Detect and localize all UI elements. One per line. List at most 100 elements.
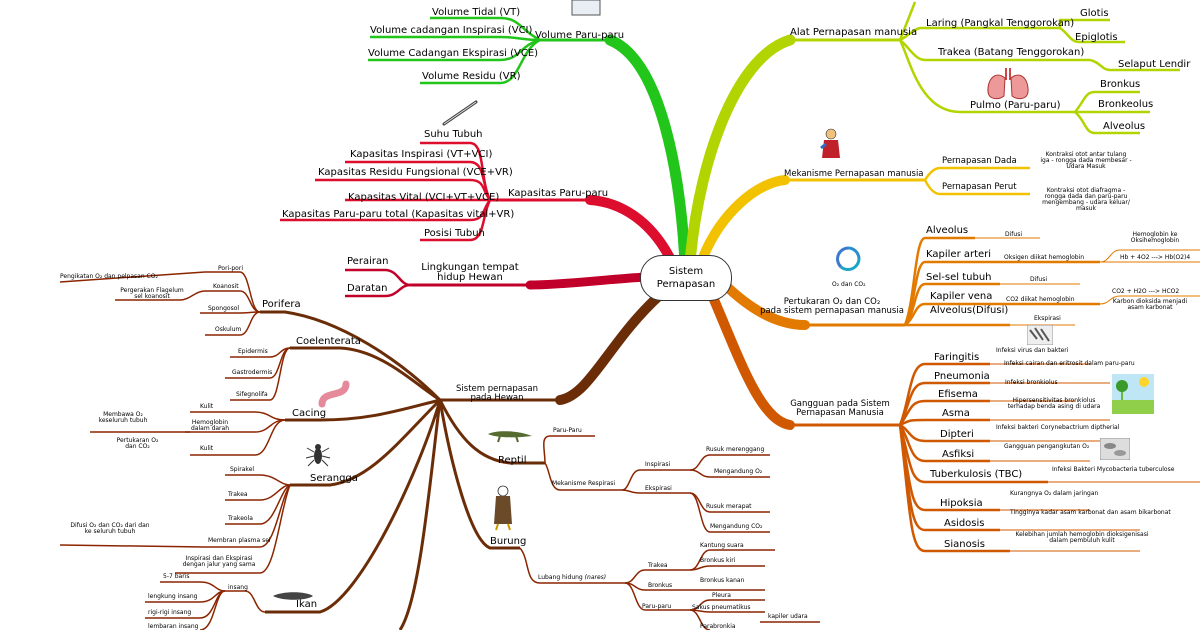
kapasitas-item-6[interactable]: Posisi Tubuh <box>424 228 485 239</box>
volume-item-1[interactable]: Volume Tidal (VT) <box>432 7 521 18</box>
pertukaran-alveolus-difusi[interactable]: Alveolus(Difusi) <box>930 305 1009 316</box>
ikan-baris[interactable]: 5-7 baris <box>163 573 190 580</box>
burung-bronkus[interactable]: Bronkus <box>648 582 673 589</box>
reptil-mekanisme[interactable]: Mekanisme Respirasi <box>552 480 616 487</box>
alat-bronkus[interactable]: Bronkus <box>1100 79 1141 90</box>
coelenterata-gastrodermis[interactable]: Gastrodermis <box>232 369 273 376</box>
kapasitas-item-2[interactable]: Kapasitas Inspirasi (VT+VCI) <box>350 149 493 160</box>
serangga-trakeola[interactable]: Trakeola <box>228 515 253 522</box>
alat-laring[interactable]: Laring (Pangkal Tenggorokan) <box>926 18 1075 29</box>
cycle-arrows-icon <box>835 246 861 272</box>
gangguan-dipteri[interactable]: Dipteri <box>940 429 974 440</box>
kapasitas-title[interactable]: Kapasitas Paru-paru <box>508 188 609 199</box>
serangga-trakea[interactable]: Trakea <box>228 491 248 498</box>
burung-kantung-suara[interactable]: Kantung suara <box>700 542 744 549</box>
ikan-title[interactable]: Ikan <box>296 599 318 610</box>
porifera-koanosit[interactable]: Koanosit <box>213 283 239 290</box>
burung-sakus[interactable]: Sakus pneumatikus <box>692 604 751 611</box>
ikan-lengkung[interactable]: lengkung insang <box>148 593 198 600</box>
ikan-rigi[interactable]: rigi-rigi insang <box>148 609 192 616</box>
porifera-oskulum[interactable]: Oskulum <box>215 326 242 333</box>
pertukaran-sel[interactable]: Sel-sel tubuh <box>926 272 992 283</box>
volume-item-2[interactable]: Volume cadangan Inspirasi (VCI) <box>370 25 533 36</box>
mekanisme-title[interactable]: Mekanisme Pernapasan manusia <box>784 169 924 179</box>
coelenterata-title[interactable]: Coelenterata <box>296 336 361 347</box>
ikan-insang[interactable]: insang <box>228 584 248 591</box>
alat-trakea[interactable]: Trakea (Batang Tenggorokan) <box>938 47 1085 58</box>
pertukaran-title-1: Pertukaran O₂ dan CO₂ <box>783 297 881 307</box>
kapasitas-item-1[interactable]: Suhu Tubuh <box>424 129 483 140</box>
kapasitas-item-5[interactable]: Kapasitas Paru-paru total (Kapasitas vit… <box>282 209 515 220</box>
burung-paru[interactable]: Paru-paru <box>642 603 672 610</box>
reptil-inspirasi[interactable]: Inspirasi <box>645 461 671 468</box>
pertukaran-alveolus[interactable]: Alveolus <box>926 225 969 236</box>
burung-pleura[interactable]: Pleura <box>712 592 731 599</box>
porifera-title[interactable]: Porifera <box>262 299 301 310</box>
alat-epiglotis[interactable]: Epiglotis <box>1075 32 1118 43</box>
burung-kapiler-udara[interactable]: kapiler udara <box>768 613 808 620</box>
gangguan-sianosis[interactable]: Sianosis <box>944 539 985 550</box>
coelenterata-sifegnolifa[interactable]: Sifegnolifa <box>236 391 268 398</box>
pertukaran-kapiler-vena[interactable]: Kapiler vena <box>930 291 993 302</box>
gangguan-asfiksi[interactable]: Asfiksi <box>942 449 975 460</box>
alat-bronkeolus[interactable]: Bronkeolus <box>1098 99 1154 110</box>
serangga-spirakel[interactable]: Spirakel <box>230 466 255 473</box>
mekanisme-dada[interactable]: Pernapasan Dada <box>942 156 1017 166</box>
gangguan-asidosis[interactable]: Asidosis <box>944 518 985 529</box>
cacing-title[interactable]: Cacing <box>292 408 327 419</box>
alat-pulmo[interactable]: Pulmo (Paru-paru) <box>970 100 1061 111</box>
volume-title[interactable]: Volume Paru-paru <box>535 30 625 41</box>
burung-lubang[interactable]: Lubang hidung (nares) <box>538 575 606 581</box>
alat-title[interactable]: Alat Pernapasan manusia <box>790 27 918 38</box>
hb-note-2: Oksihemoglobin <box>1130 237 1180 244</box>
serangga-note-2: ke seluruh tubuh <box>84 528 136 535</box>
reptil-title[interactable]: Reptil <box>498 455 527 466</box>
kapasitas-item-4[interactable]: Kapasitas Vital (VCI+VT+VCE) <box>348 192 500 203</box>
kapasitas-item-3[interactable]: Kapasitas Residu Fungsional (VCE+VR) <box>318 167 513 178</box>
karbon-note-1: Karbon dioksida menjadi <box>1112 298 1188 305</box>
burung-trakea[interactable]: Trakea <box>648 562 668 569</box>
lingkungan-perairan[interactable]: Perairan <box>347 256 389 267</box>
coelenterata-epidermis[interactable]: Epidermis <box>238 348 268 355</box>
reptil-rusuk-merapat[interactable]: Rusuk merapat <box>706 503 752 510</box>
cacing-kulit-1[interactable]: Kulit <box>200 403 214 410</box>
burung-parabronkia[interactable]: Parabronkia <box>700 623 736 630</box>
gangguan-tbc[interactable]: Tuberkulosis (TBC) <box>930 469 1023 480</box>
gangguan-asma[interactable]: Asma <box>942 408 970 419</box>
serangga-title[interactable]: Serangga <box>310 473 358 484</box>
alat-alveolus[interactable]: Alveolus <box>1103 121 1146 132</box>
burung-bronkus-kanan[interactable]: Bronkus kanan <box>700 577 745 584</box>
ikan-lembaran[interactable]: lembaran insang <box>148 623 199 630</box>
alat-glotis[interactable]: Glotis <box>1080 8 1109 19</box>
burung-title[interactable]: Burung <box>490 536 527 547</box>
gangguan-faringitis[interactable]: Faringitis <box>934 352 980 363</box>
reptil-mengandung-co2[interactable]: Mengandung CO₂ <box>710 523 763 530</box>
gangguan-hipoksia[interactable]: Hipoksia <box>940 498 983 509</box>
cacing-kulit-2[interactable]: Kulit <box>200 445 214 452</box>
lingkungan-daratan[interactable]: Daratan <box>347 283 388 294</box>
alat-selaput[interactable]: Selaput Lendir <box>1118 59 1191 70</box>
reptil-mengandung-o2[interactable]: Mengandung O₂ <box>714 468 763 475</box>
serangga-membran[interactable]: Membran plasma sel <box>208 537 271 544</box>
pertukaran-kapiler-arteri[interactable]: Kapiler arteri <box>926 249 992 260</box>
porifera-spongosol[interactable]: Spongosol <box>208 305 240 312</box>
burung-bronkus-kiri[interactable]: Bronkus kiri <box>700 557 736 564</box>
reptil-rusuk-merenggang[interactable]: Rusuk merenggang <box>706 446 765 453</box>
gangguan-pneumonia[interactable]: Pneumonia <box>934 371 990 382</box>
porifera-pori[interactable]: Pori-pori <box>218 265 243 272</box>
gangguan-efisema[interactable]: Efisema <box>938 389 978 400</box>
reptil-paru[interactable]: Paru-Paru <box>553 427 582 434</box>
reptil-ekspirasi[interactable]: Ekspirasi <box>645 485 672 492</box>
cacing-note-2b: dan CO₂ <box>125 443 150 450</box>
volume-item-4[interactable]: Volume Residu (VR) <box>422 71 521 82</box>
volume-item-3[interactable]: Volume Cadangan Ekspirasi (VCE) <box>368 48 539 59</box>
gangguan-dipteri-note: Infeksi bakteri Corynebactrium diptheria… <box>996 424 1120 431</box>
mekanisme-perut[interactable]: Pernapasan Perut <box>942 182 1017 192</box>
